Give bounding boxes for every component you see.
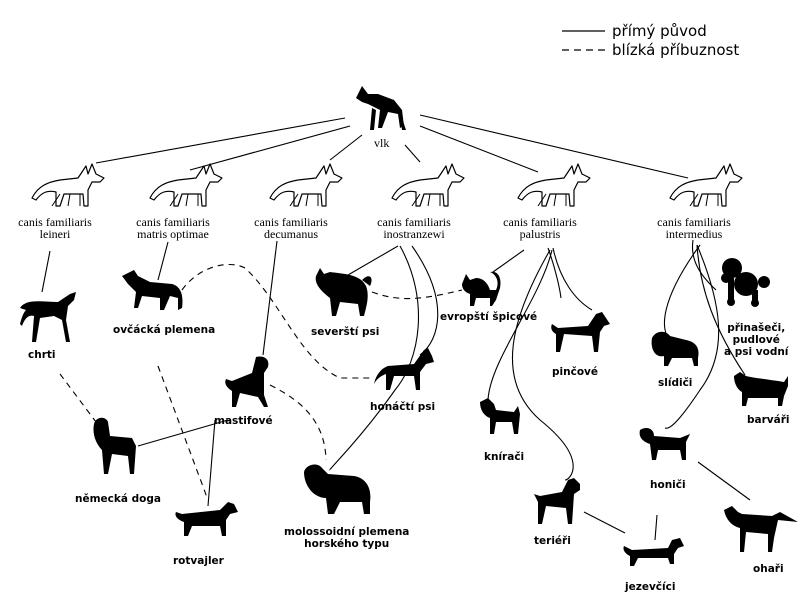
breed-label-kniraci: knírači [484, 451, 525, 463]
subspecies-wolf-icon-4 [391, 163, 465, 207]
breed-label-ohari: ohaři [753, 563, 784, 575]
spitz-icon [462, 271, 501, 306]
wolf-icon [356, 86, 406, 130]
legend [562, 30, 605, 51]
breed-label-pincove: pinčové [552, 366, 598, 378]
basset-icon [734, 372, 788, 406]
breed-label-slidici: slídiči [658, 377, 693, 389]
breed-label-barvari: barváři [747, 414, 790, 426]
pointer-icon [724, 506, 798, 552]
breed-label-honacti-psi: honáčtí psi [370, 401, 436, 413]
subspecies-wolf-icon-2 [149, 163, 223, 207]
great-dane-icon [93, 417, 136, 474]
legend-dashed-label: blízká příbuznost [612, 41, 740, 59]
rottweiler-icon [175, 502, 238, 536]
greyhound-icon [20, 292, 76, 342]
legend-solid-label: přímý původ [612, 22, 707, 40]
dachshund-icon [623, 538, 684, 566]
breed-label-mastifove: mastifové [214, 415, 273, 427]
subspecies-wolf-icon-1 [31, 163, 105, 207]
solid-connectors [41, 114, 751, 541]
breed-label-honici: honiči [650, 479, 686, 491]
shepherd-icon [122, 270, 183, 310]
breed-label-nemecka-doga: německá doga [75, 493, 161, 505]
breed-label-seversti-psi: severští psi [311, 326, 380, 338]
st-bernard-icon [304, 464, 371, 514]
breed-label-jezevcici: jezevčíci [625, 581, 676, 593]
herding-dog-icon [374, 348, 434, 390]
root-label-vlk: vlk [374, 136, 390, 150]
terrier-icon [534, 478, 580, 524]
mastiff-icon [225, 356, 269, 407]
poodle-icon [721, 258, 770, 307]
doberman-icon [551, 312, 610, 352]
breed-label-chrti: chrti [28, 349, 56, 361]
breed-label-evropsti-spicove: evropští špicové [440, 311, 538, 323]
hound-icon [639, 428, 690, 460]
dashed-connectors [59, 264, 463, 501]
subspecies-wolf-icon-5 [517, 163, 591, 207]
schnauzer-icon [480, 398, 520, 434]
husky-icon [315, 268, 372, 316]
spaniel-icon [651, 331, 699, 366]
breed-label-ovcacka-plemena: ovčácká plemena [113, 324, 216, 336]
subspecies-wolf-icon-6 [669, 163, 743, 207]
breed-label-rotvajler: rotvajler [173, 555, 224, 567]
breed-label-terieri: teriéři [534, 535, 571, 547]
subspecies-wolf-icon-3 [269, 163, 343, 207]
